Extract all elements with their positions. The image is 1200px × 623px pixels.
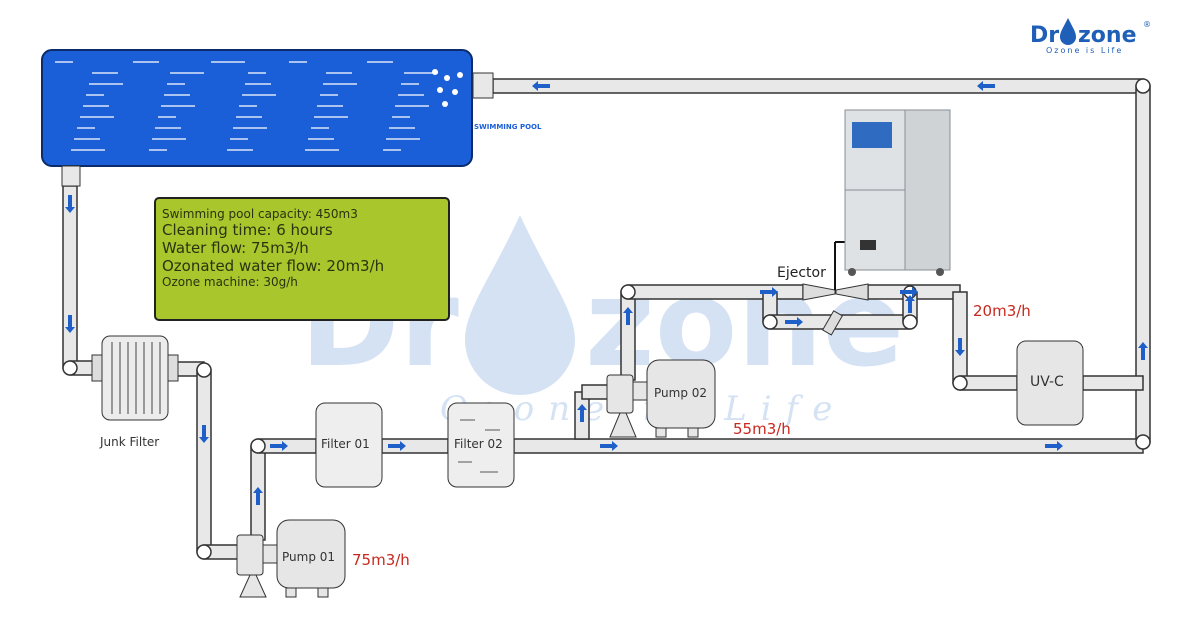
flow-arrow-icon [900, 287, 918, 297]
flow-arrow-icon [760, 287, 778, 297]
info-capacity: Swimming pool capacity: 450m3 [162, 207, 358, 221]
logo-registered-mark: ® [1143, 20, 1151, 29]
flow-arrow-icon [388, 441, 406, 451]
flow-arrow-icon [1045, 441, 1063, 451]
flow-arrow-icon [977, 81, 995, 91]
junk-filter [91, 335, 179, 421]
pump-01 [236, 519, 346, 598]
flow-arrow-icon [253, 487, 263, 505]
filter-01 [315, 402, 383, 488]
filter-02-label: Filter 02 [454, 437, 503, 451]
pipe-elbows [62, 78, 1151, 560]
pump-02-label: Pump 02 [654, 386, 708, 400]
uvc-unit [1016, 340, 1084, 426]
ozone-machine [844, 109, 951, 276]
info-water-flow: Water flow: 75m3/h [162, 239, 309, 258]
flow-ozonated: 20m3/h [973, 302, 1031, 320]
flow-arrow-icon [65, 195, 75, 213]
junk-filter-label: Junk Filter [100, 435, 160, 449]
filter-01-label: Filter 01 [321, 437, 370, 451]
info-box: Swimming pool capacity: 450m3 Cleaning t… [154, 197, 450, 321]
svg-text:Dr: Dr [1030, 23, 1059, 48]
pipes [62, 78, 1151, 560]
flow-arrow-icon [577, 404, 587, 422]
brand-logo: Dr zone [1030, 18, 1137, 48]
uvc-label: UV-C [1030, 374, 1064, 390]
pool-label: SWIMMING POOL [474, 123, 542, 131]
ejector-label: Ejector [777, 265, 826, 281]
flow-bypass: 55m3/h [733, 420, 791, 438]
flow-arrow-icon [955, 338, 965, 356]
info-ozonated-flow: Ozonated water flow: 20m3/h [162, 257, 385, 276]
flow-arrow-icon [600, 441, 618, 451]
info-cleaning-time: Cleaning time: 6 hours [162, 221, 333, 240]
pump-01-label: Pump 01 [282, 550, 336, 564]
flow-arrow-icon [905, 295, 915, 313]
flow-arrow-icon [623, 307, 633, 325]
flow-arrow-icon [1138, 342, 1148, 360]
info-ozone-machine: Ozone machine: 30g/h [162, 275, 298, 290]
swimming-pool [41, 49, 494, 187]
flow-arrow-icon [199, 425, 209, 443]
flow-arrow-icon [270, 441, 288, 451]
flow-arrows [65, 81, 1148, 505]
flow-main: 75m3/h [352, 551, 410, 569]
filter-02 [447, 402, 515, 488]
logo-tagline: Ozone is Life [1046, 46, 1124, 55]
flow-arrow-icon [785, 317, 803, 327]
flow-arrow-icon [65, 315, 75, 333]
ejector [802, 241, 869, 336]
flow-arrow-icon [532, 81, 550, 91]
svg-text:zone: zone [1078, 23, 1137, 48]
pump-02 [606, 359, 716, 438]
